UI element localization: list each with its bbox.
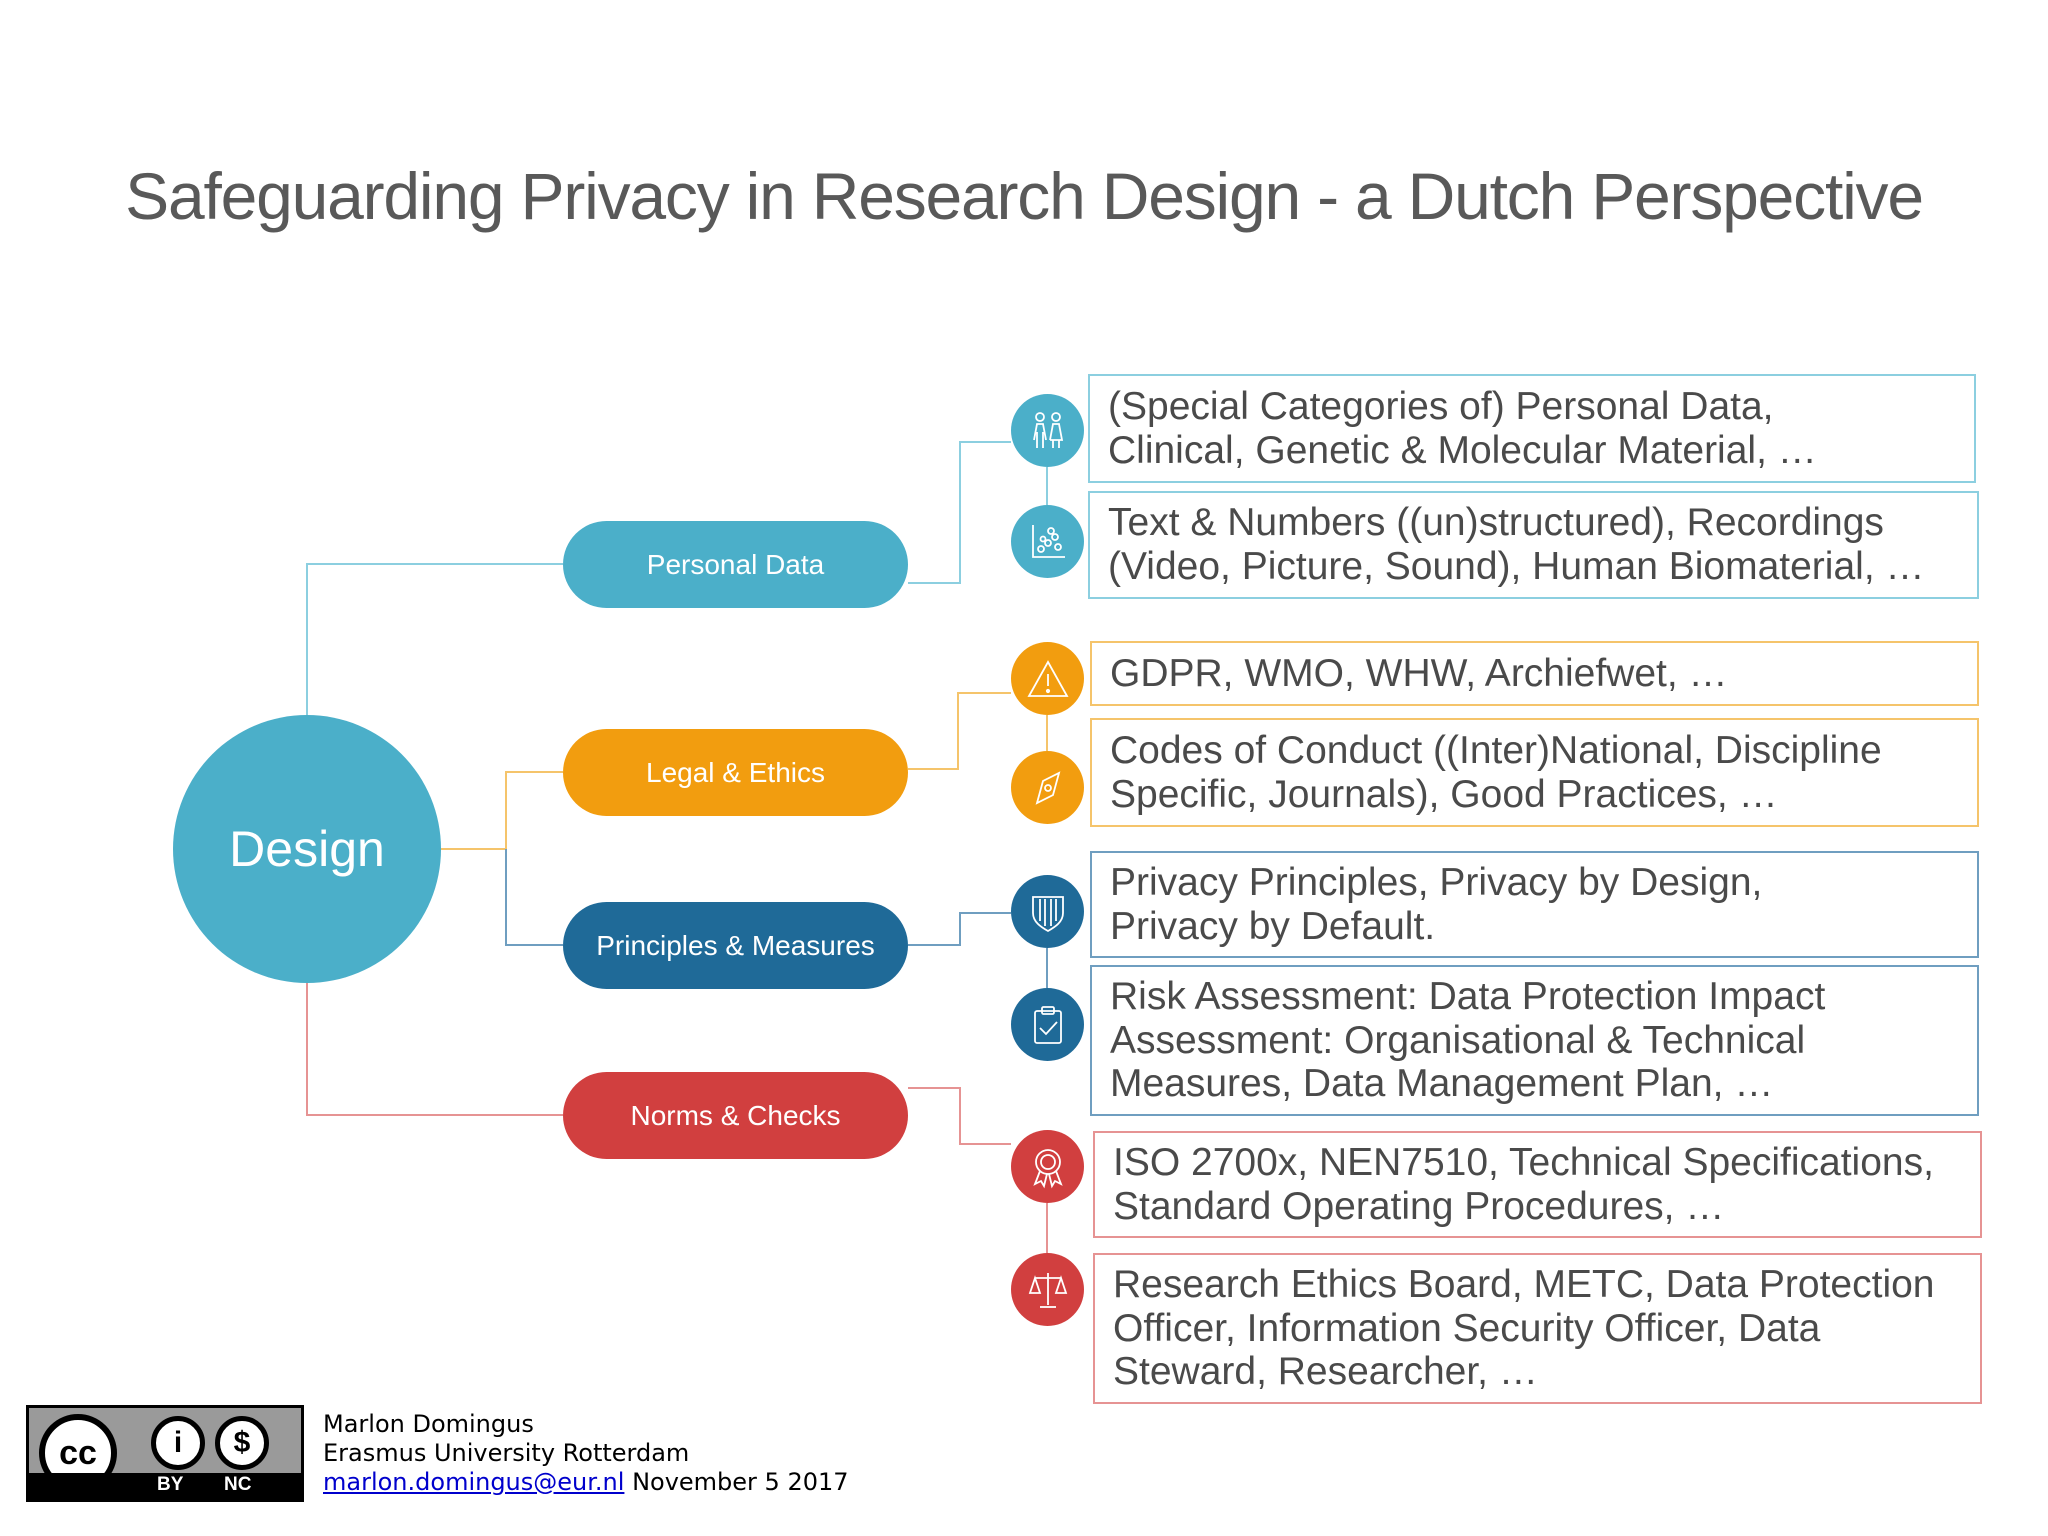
branch-norms-checks: Norms & Checks bbox=[563, 1072, 908, 1159]
scales-icon bbox=[1011, 1253, 1084, 1326]
author-name: Marlon Domingus bbox=[323, 1410, 534, 1438]
design-center-node: Design bbox=[173, 715, 441, 983]
branch-label: Principles & Measures bbox=[596, 929, 875, 961]
branch-personal-data: Personal Data bbox=[563, 521, 908, 608]
item-text: Codes of Conduct ((Inter)National, Disci… bbox=[1110, 728, 1882, 816]
chart-scatter-icon bbox=[1011, 505, 1084, 578]
branch-label: Legal & Ethics bbox=[646, 756, 825, 788]
page-title: Safeguarding Privacy in Research Design … bbox=[125, 159, 1924, 233]
item-box-privacy-principles: Privacy Principles, Privacy by Design, P… bbox=[1090, 851, 1979, 958]
item-text: Risk Assessment: Data Protection Impact … bbox=[1110, 975, 1826, 1106]
item-text: Text & Numbers ((un)structured), Recordi… bbox=[1108, 501, 1925, 588]
institution-name: Erasmus University Rotterdam bbox=[323, 1439, 690, 1467]
author-email-link[interactable]: marlon.domingus@eur.nl bbox=[323, 1468, 625, 1496]
item-text: Privacy Principles, Privacy by Design, P… bbox=[1110, 860, 1763, 948]
clipboard-check-icon bbox=[1011, 988, 1084, 1061]
item-box-legislation: GDPR, WMO, WHW, Archiefwet, … bbox=[1090, 641, 1979, 706]
branch-label: Norms & Checks bbox=[630, 1099, 841, 1131]
attribution-icon: i bbox=[151, 1416, 205, 1470]
branch-label: Personal Data bbox=[646, 548, 825, 580]
cc-by-label: BY bbox=[157, 1474, 184, 1495]
item-text: (Special Categories of) Personal Data, C… bbox=[1108, 384, 1817, 472]
item-text: Research Ethics Board, METC, Data Protec… bbox=[1113, 1263, 1935, 1394]
item-box-codes-of-conduct: Codes of Conduct ((Inter)National, Disci… bbox=[1090, 718, 1979, 827]
warning-icon bbox=[1011, 642, 1084, 715]
compass-icon bbox=[1011, 751, 1084, 824]
item-box-personal-data-categories: (Special Categories of) Personal Data, C… bbox=[1088, 374, 1976, 483]
item-box-standards: ISO 2700x, NEN7510, Technical Specificat… bbox=[1093, 1131, 1982, 1238]
item-text: GDPR, WMO, WHW, Archiefwet, … bbox=[1110, 651, 1728, 695]
presentation-date: November 5 2017 bbox=[632, 1468, 849, 1496]
cc-label-bar bbox=[29, 1473, 301, 1499]
shield-icon bbox=[1011, 875, 1084, 948]
people-icon bbox=[1011, 394, 1084, 467]
item-box-personal-data-formats: Text & Numbers ((un)structured), Recordi… bbox=[1088, 491, 1979, 599]
award-ribbon-icon bbox=[1011, 1130, 1084, 1203]
item-box-oversight-roles: Research Ethics Board, METC, Data Protec… bbox=[1093, 1253, 1982, 1404]
design-label: Design bbox=[229, 821, 385, 877]
cc-nc-label: NC bbox=[224, 1474, 252, 1495]
item-text: ISO 2700x, NEN7510, Technical Specificat… bbox=[1113, 1140, 1934, 1228]
credits-block: Marlon Domingus Erasmus University Rotte… bbox=[323, 1410, 849, 1497]
non-commercial-icon: $ bbox=[215, 1416, 269, 1470]
cc-license-badge: cc i $ BY NC bbox=[26, 1405, 304, 1502]
branch-principles-measures: Principles & Measures bbox=[563, 902, 908, 989]
item-box-risk-assessment: Risk Assessment: Data Protection Impact … bbox=[1090, 965, 1979, 1116]
branch-legal-ethics: Legal & Ethics bbox=[563, 729, 908, 816]
